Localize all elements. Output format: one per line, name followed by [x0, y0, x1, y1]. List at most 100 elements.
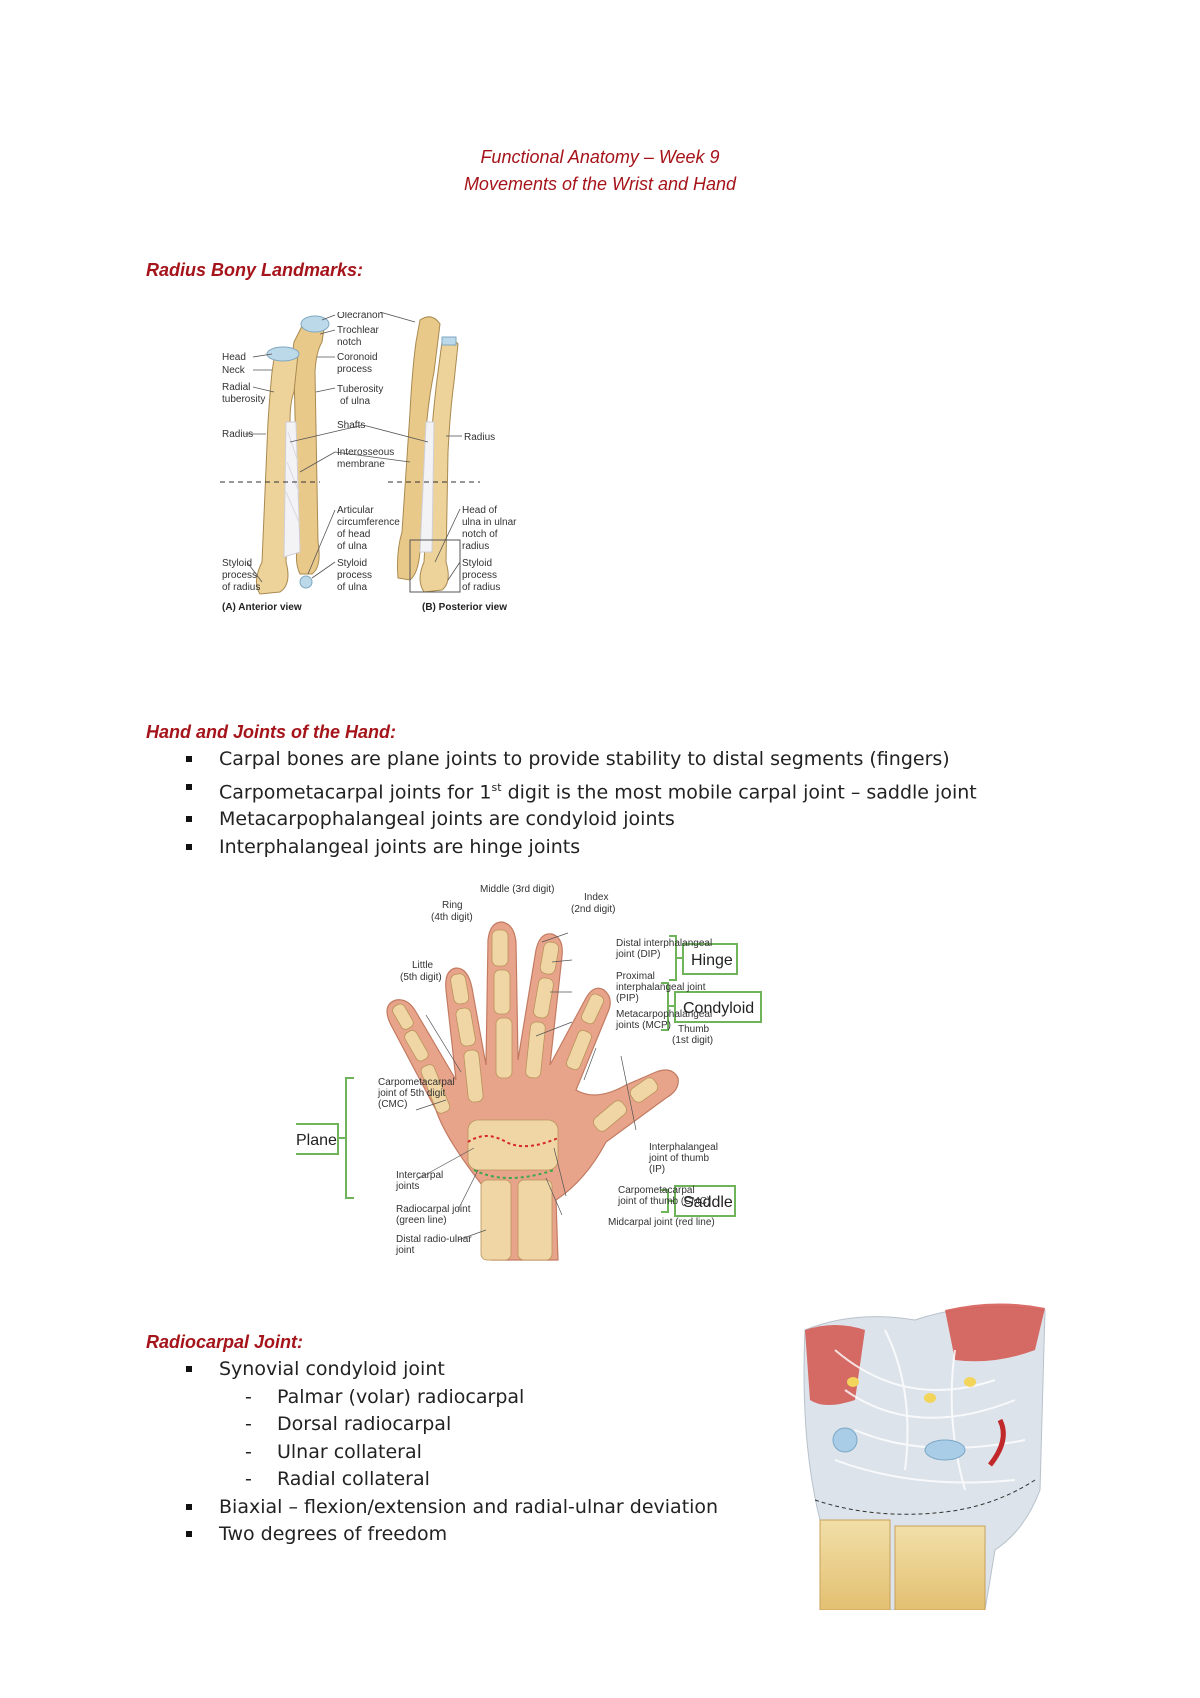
bullet-text: digit is the most mobile carpal joint – …	[501, 780, 977, 803]
label-trochlear-2: notch	[337, 337, 361, 348]
radiocarpal-subitem: Palmar (volar) radiocarpal	[146, 1384, 766, 1412]
label-trochlear-1: Trochlear	[337, 325, 380, 336]
label-cmc5-2: joint of 5th digit	[377, 1088, 445, 1099]
label-styloid-uln-3: of ulna	[337, 582, 367, 593]
label-head-ulna-2: ulna in ulnar	[462, 517, 517, 528]
label-shafts: Shafts	[337, 420, 365, 431]
label-articular-1: Articular	[337, 505, 374, 516]
condyloid-box	[674, 991, 762, 1023]
label-druj-1: Distal radio-ulnar	[396, 1234, 472, 1245]
bullet-text: Carpometacarpal joints for 1	[219, 780, 492, 803]
label-coronoid-2: process	[337, 364, 372, 375]
hinge-label: Hinge	[691, 952, 733, 969]
label-pip-3: (PIP)	[616, 993, 639, 1004]
radiocarpal-heading: Radiocarpal Joint:	[146, 1332, 304, 1352]
label-radial-tub-1: Radial	[222, 382, 250, 393]
label-styloid-uln-1: Styloid	[337, 558, 367, 569]
bullet-text: Metacarpophalangeal joints are condyloid…	[219, 808, 675, 831]
radiocarpal-list: Synovial condyloid joint Palmar (volar) …	[146, 1356, 766, 1549]
radius-ulna-figure: Olecranon Trochlear notch Head Neck Coro…	[220, 312, 517, 613]
label-cmc-thumb-1: Carpometacarpal	[618, 1185, 695, 1196]
label-articular-3: of head	[337, 529, 370, 540]
label-little-2: (5th digit)	[400, 972, 442, 983]
label-midcarpal: Midcarpal joint (red line)	[608, 1217, 715, 1228]
label-cmc5-1: Carpometacarpal	[378, 1077, 455, 1088]
label-cmc5-3: (CMC)	[378, 1099, 407, 1110]
label-ip-thumb-3: (IP)	[649, 1164, 665, 1175]
label-head: Head	[222, 352, 246, 363]
label-view-b: (B) Posterior view	[422, 602, 507, 613]
label-index-2: (2nd digit)	[571, 904, 615, 915]
radiocarpal-subitem: Ulnar collateral	[146, 1439, 766, 1467]
page-title-line-2: Movements of the Wrist and Hand	[463, 174, 737, 194]
radiocarpal-bullet: Synovial condyloid joint	[146, 1356, 766, 1384]
label-olecranon: Olecranon	[337, 312, 383, 321]
label-tub-ulna-2: of ulna	[340, 396, 370, 407]
label-radial-tub-2: tuberosity	[222, 394, 265, 405]
label-pip-2: interphalangeal joint	[616, 982, 706, 993]
hinge-box	[682, 943, 738, 975]
bullet-text: Interphalangeal joints are hinge joints	[219, 835, 581, 858]
label-pip-1: Proximal	[616, 971, 655, 982]
label-cmc-thumb-2: joint of thumb (CMC)	[617, 1196, 710, 1207]
label-middle: Middle (3rd digit)	[480, 884, 554, 895]
page-title-line-1: Functional Anatomy – Week 9	[480, 147, 720, 167]
saddle-label: Saddle	[683, 1194, 733, 1211]
hand-bullet: Carpal bones are plane joints to provide…	[146, 746, 1146, 774]
label-head-ulna-4: radius	[462, 541, 489, 552]
label-radiocarpal-1: Radiocarpal joint	[396, 1204, 471, 1215]
posterior-bones	[397, 316, 459, 593]
label-dip-1: Distal interphalangeal	[616, 938, 712, 949]
bullet-sup: st	[491, 780, 502, 794]
hand-bullet-list: Carpal bones are plane joints to provide…	[146, 746, 1146, 861]
label-styloid-rad-2: process	[222, 570, 257, 581]
label-radius-left: Radius	[222, 429, 253, 440]
hand-joints-figure: Hinge Condyloid Plane Saddle Middle (3rd…	[296, 884, 762, 1261]
radiocarpal-bullet: Biaxial – flexion/extension and radial-u…	[146, 1494, 766, 1522]
label-interosseous-2: membrane	[337, 459, 385, 470]
label-coronoid-1: Coronoid	[337, 352, 378, 363]
label-ip-thumb-2: joint of thumb	[648, 1153, 709, 1164]
label-thumb-2: (1st digit)	[672, 1035, 713, 1046]
label-little-1: Little	[412, 960, 434, 971]
label-styloid-rad-r1: Styloid	[462, 558, 492, 569]
label-head-ulna-3: notch of	[462, 529, 498, 540]
label-mcp-2: joints (MCP)	[615, 1020, 671, 1031]
hand-heading: Hand and Joints of the Hand:	[146, 722, 396, 742]
label-tub-ulna-1: Tuberosity	[337, 384, 383, 395]
label-dip-2: joint (DIP)	[615, 949, 660, 960]
radius-heading: Radius Bony Landmarks:	[146, 260, 364, 280]
bullet-text: Carpal bones are plane joints to provide…	[219, 748, 950, 770]
anterior-bones	[256, 315, 330, 595]
label-mcp-1: Metacarpophalangeal	[616, 1009, 712, 1020]
label-ip-thumb-1: Interphalangeal	[649, 1142, 718, 1153]
plane-label: Plane	[296, 1132, 337, 1149]
label-interosseous-1: Interosseous	[337, 447, 394, 458]
label-neck: Neck	[222, 365, 246, 376]
label-styloid-uln-2: process	[337, 570, 372, 581]
hand-bullet: Carpometacarpal joints for 1st digit is …	[146, 774, 1146, 807]
label-ring-1: Ring	[442, 900, 463, 911]
radiocarpal-subitem: Dorsal radiocarpal	[146, 1411, 766, 1439]
hand-bullet: Interphalangeal joints are hinge joints	[146, 834, 1146, 862]
label-articular-2: circumference	[337, 517, 400, 528]
label-styloid-rad-r2: process	[462, 570, 497, 581]
hand-illustration	[386, 921, 679, 1261]
hand-bullet: Metacarpophalangeal joints are condyloid…	[146, 806, 1146, 834]
saddle-box	[674, 1185, 736, 1217]
label-view-a: (A) Anterior view	[222, 602, 302, 613]
label-thumb-1: Thumb	[678, 1024, 710, 1035]
label-radiocarpal-2: (green line)	[396, 1215, 447, 1226]
label-ring-2: (4th digit)	[431, 912, 473, 923]
label-intercarpal-2: joints	[395, 1181, 419, 1192]
label-articular-4: of ulna	[337, 541, 367, 552]
label-styloid-rad-1: Styloid	[222, 558, 252, 569]
label-styloid-rad-r3: of radius	[462, 582, 500, 593]
label-head-ulna-1: Head of	[462, 505, 497, 516]
plane-box	[296, 1123, 339, 1155]
condyloid-label: Condyloid	[683, 1000, 754, 1017]
label-druj-2: joint	[395, 1245, 415, 1256]
radiocarpal-bullet: Two degrees of freedom	[146, 1521, 766, 1549]
label-intercarpal-1: Intercarpal	[396, 1170, 443, 1181]
label-radius-right: Radius	[464, 432, 495, 443]
